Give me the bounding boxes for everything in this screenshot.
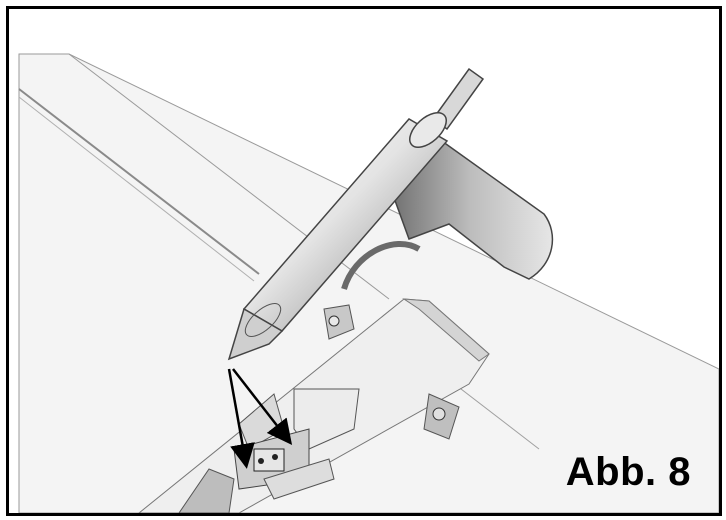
glue-gun-icon [227, 67, 554, 361]
arrow-icon [227, 368, 293, 469]
figure-frame: Abb. 8 [6, 6, 722, 516]
base-panel [18, 53, 719, 513]
figure-label: Abb. 8 [565, 450, 691, 494]
assembly-illustration [18, 53, 719, 513]
